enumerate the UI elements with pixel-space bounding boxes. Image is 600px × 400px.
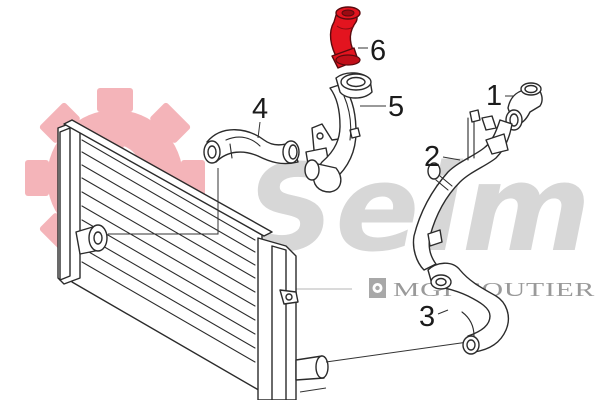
part-1-intake-hose-elbow-icon [505, 82, 543, 131]
mgi-badge-icon [369, 278, 386, 298]
part-2-rigid-charge-pipe-icon [412, 109, 513, 271]
callout-number-3: 3 [419, 301, 435, 333]
callout-number-5: 5 [388, 91, 404, 123]
part-5-turbo-outlet-pipe-icon [304, 72, 373, 193]
part-6-short-connector-hose-icon [329, 6, 361, 69]
callout-number-1: 1 [486, 80, 502, 112]
intercooler-core-fins-icon [81, 139, 256, 363]
callout-5: 5 [360, 91, 404, 123]
callout-4: 4 [252, 93, 268, 139]
part-4-intercooler-inlet-hose-icon [203, 129, 300, 165]
intercooler-icon [57, 119, 469, 400]
callout-1: 1 [486, 80, 514, 112]
callout-number-4: 4 [252, 93, 268, 125]
callout-number-6: 6 [370, 35, 386, 67]
callout-2: 2 [424, 141, 461, 173]
callout-6: 6 [358, 35, 386, 67]
callout-number-2: 2 [424, 141, 440, 173]
part-3-lower-charge-hose-icon [427, 262, 510, 355]
callout-3: 3 [419, 301, 449, 333]
